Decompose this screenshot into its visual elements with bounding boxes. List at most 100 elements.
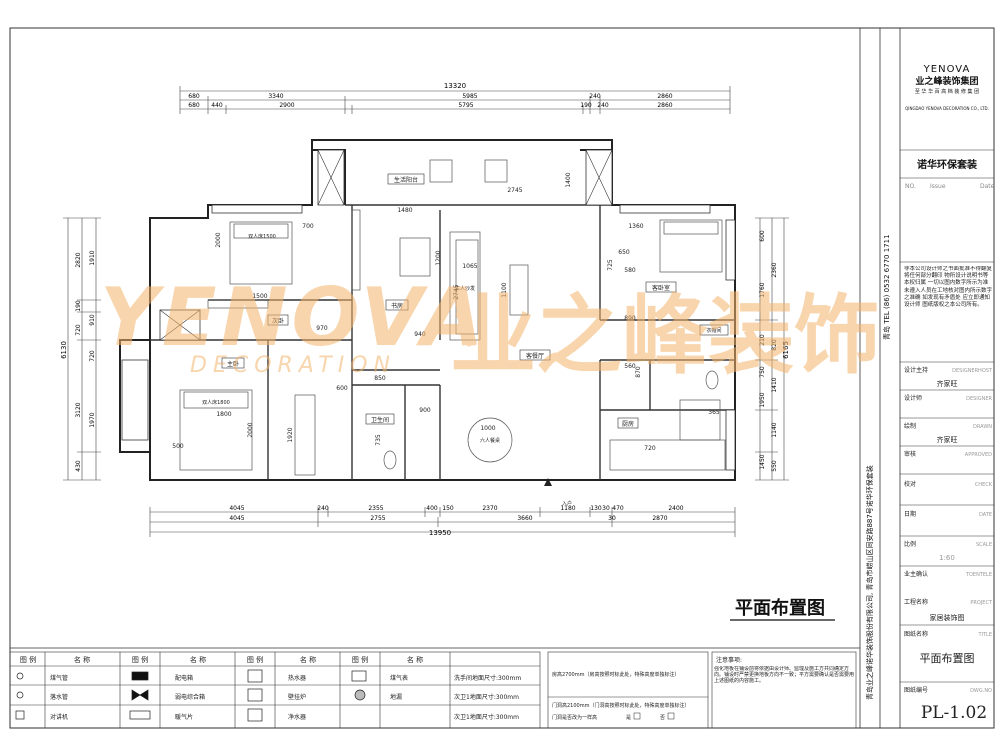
svg-text:680: 680 — [188, 93, 200, 100]
dining-label: 六人餐桌 — [480, 437, 500, 444]
project-name: 诺华环保套装 — [917, 158, 977, 171]
svg-text:2870: 2870 — [652, 515, 667, 522]
svg-text:Issue: Issue — [930, 183, 946, 190]
svg-text:名 称: 名 称 — [300, 655, 316, 664]
svg-text:970: 970 — [316, 325, 328, 332]
drawing-title: 平面布置图 — [735, 597, 825, 619]
sofa-label: 三人沙发 — [455, 285, 475, 292]
svg-text:是: 是 — [626, 715, 631, 721]
vertical-tel: 青岛 TEL (86) 0532 6770 1711 — [882, 234, 891, 340]
svg-text:1910: 1910 — [89, 250, 96, 265]
legend-symbols — [15, 669, 367, 722]
notice-text: 非本公司设计师之书面批准不得翻复将任何部分翻印 物所设计说明书等本权归属 一切以… — [904, 266, 992, 309]
svg-text:地漏: 地漏 — [390, 693, 402, 701]
svg-text:2370: 2370 — [482, 505, 497, 512]
svg-text:130: 130 — [590, 505, 602, 512]
water-purifier-icon — [247, 708, 263, 722]
weak-box-icon — [131, 689, 149, 701]
svg-text:4045: 4045 — [229, 505, 244, 512]
intercom-icon — [15, 710, 25, 720]
svg-text:1950: 1950 — [759, 392, 766, 407]
room-kitchen-label: 厨房 — [622, 420, 634, 428]
top-dimensions — [179, 86, 731, 114]
svg-text:2820: 2820 — [75, 252, 82, 267]
dim-top-row3: 680 440 2900 5795 190 240 2860 — [188, 102, 673, 109]
room-wardrobe-label: 衣帽间 — [706, 327, 721, 334]
bed-icon — [659, 219, 723, 273]
svg-text:2755: 2755 — [370, 515, 385, 522]
svg-text:870: 870 — [635, 366, 642, 378]
boiler-icon — [247, 688, 263, 702]
svg-text:绘制: 绘制 — [904, 422, 916, 430]
svg-text:1360: 1360 — [628, 223, 643, 230]
brand-sub: 至 华 华 百 高 档 装 修 集 团 — [915, 88, 979, 95]
svg-text:190: 190 — [75, 300, 82, 312]
svg-text:2900: 2900 — [279, 102, 294, 109]
svg-text:430: 430 — [75, 460, 82, 472]
inner-dimensions: 1480 2745 1400 1360 700 1500 2000 970 94… — [172, 172, 720, 452]
caution-title: 注意事项: — [716, 656, 742, 664]
bed-icon — [229, 221, 293, 285]
dim-top-total: 13320 — [444, 82, 466, 90]
room-bath-label: 卫生间 — [371, 416, 389, 424]
brand-en: YENOVA — [923, 64, 971, 75]
room-study-label: 书房 — [391, 302, 403, 310]
svg-text:400: 400 — [426, 505, 438, 512]
svg-text:1000: 1000 — [480, 425, 495, 432]
svg-text:配电箱: 配电箱 — [175, 674, 193, 682]
room-labels: 生活阳台 次卧 书房 主卧 客卧室 客餐厅 卫生间 厨房 衣帽间 三人沙发 六人… — [202, 173, 729, 507]
svg-text:680: 680 — [188, 102, 200, 109]
svg-text:1:60: 1:60 — [939, 554, 955, 562]
svg-text:图纸名称: 图纸名称 — [904, 630, 928, 638]
svg-text:TOENTELE: TOENTELE — [965, 572, 992, 578]
svg-text:240: 240 — [597, 102, 609, 109]
entry-label: 入户 — [562, 500, 572, 507]
dim-top-row2: 680 3340 5985 240 2860 — [188, 93, 673, 100]
entry-arrow-icon — [544, 478, 552, 486]
svg-text:设计师: 设计师 — [904, 394, 922, 402]
brand-block: YENOVA 业之峰装饰集团 至 华 华 百 高 档 装 修 集 团 QINGD… — [905, 64, 995, 190]
bottom-dimensions — [149, 507, 736, 537]
svg-text:比例: 比例 — [904, 540, 916, 548]
svg-text:图 例: 图 例 — [247, 655, 263, 664]
svg-text:1800: 1800 — [216, 411, 231, 418]
svg-text:820: 820 — [771, 339, 778, 351]
room-balcony-label: 生活阳台 — [394, 176, 418, 184]
svg-text:名 称: 名 称 — [190, 655, 206, 664]
window-crosses — [159, 149, 613, 341]
svg-text:Date: Date — [980, 183, 995, 190]
watermark: YENOVA DECORATION 业之峰装饰 — [100, 271, 880, 386]
svg-text:550: 550 — [771, 460, 778, 472]
room-guest-bed-label: 客卧室 — [652, 284, 670, 292]
svg-text:平面布置图: 平面布置图 — [920, 652, 975, 665]
dim-right-outer: 2360 820 1410 1140 550 — [771, 262, 778, 472]
svg-text:910: 910 — [89, 314, 96, 326]
dim-bottom-total: 13950 — [429, 529, 451, 537]
svg-text:名 称: 名 称 — [407, 655, 423, 664]
svg-text:落水管: 落水管 — [50, 693, 68, 701]
dim-bottom-row1: 4045 240 2355 400 150 2370 1180 130 30 4… — [229, 505, 683, 512]
room-living-label: 客餐厅 — [526, 352, 544, 360]
svg-text:365: 365 — [708, 409, 720, 416]
svg-text:470: 470 — [612, 505, 624, 512]
svg-text:240: 240 — [317, 505, 329, 512]
svg-text:DRAWN: DRAWN — [973, 424, 992, 430]
left-dimensions — [63, 217, 101, 481]
svg-text:PL-1.02: PL-1.02 — [921, 703, 987, 723]
svg-text:次卫1地面尺寸:300mm: 次卫1地面尺寸:300mm — [454, 693, 519, 701]
svg-text:壁挂炉: 壁挂炉 — [288, 693, 306, 701]
svg-text:580: 580 — [624, 267, 636, 274]
vertical-company: 青岛业之峰诺华装饰股份有限公司, 青岛市崂山区同安路887号诺华环保套装 — [865, 465, 874, 700]
svg-text:600: 600 — [759, 230, 766, 242]
dim-left-total: 6130 — [60, 341, 68, 359]
svg-text:CHECK: CHECK — [975, 482, 993, 488]
svg-text:3340: 3340 — [268, 93, 283, 100]
gas-meter-icon — [351, 670, 367, 682]
dim-right-total: 6165 — [782, 341, 790, 359]
svg-text:煤气管: 煤气管 — [50, 674, 68, 682]
svg-text:图 例: 图 例 — [20, 655, 36, 664]
svg-text:图 例: 图 例 — [132, 655, 148, 664]
room-master-bed-label: 主卧 — [227, 360, 239, 368]
svg-text:2360: 2360 — [771, 262, 778, 277]
svg-text:30: 30 — [608, 515, 616, 522]
